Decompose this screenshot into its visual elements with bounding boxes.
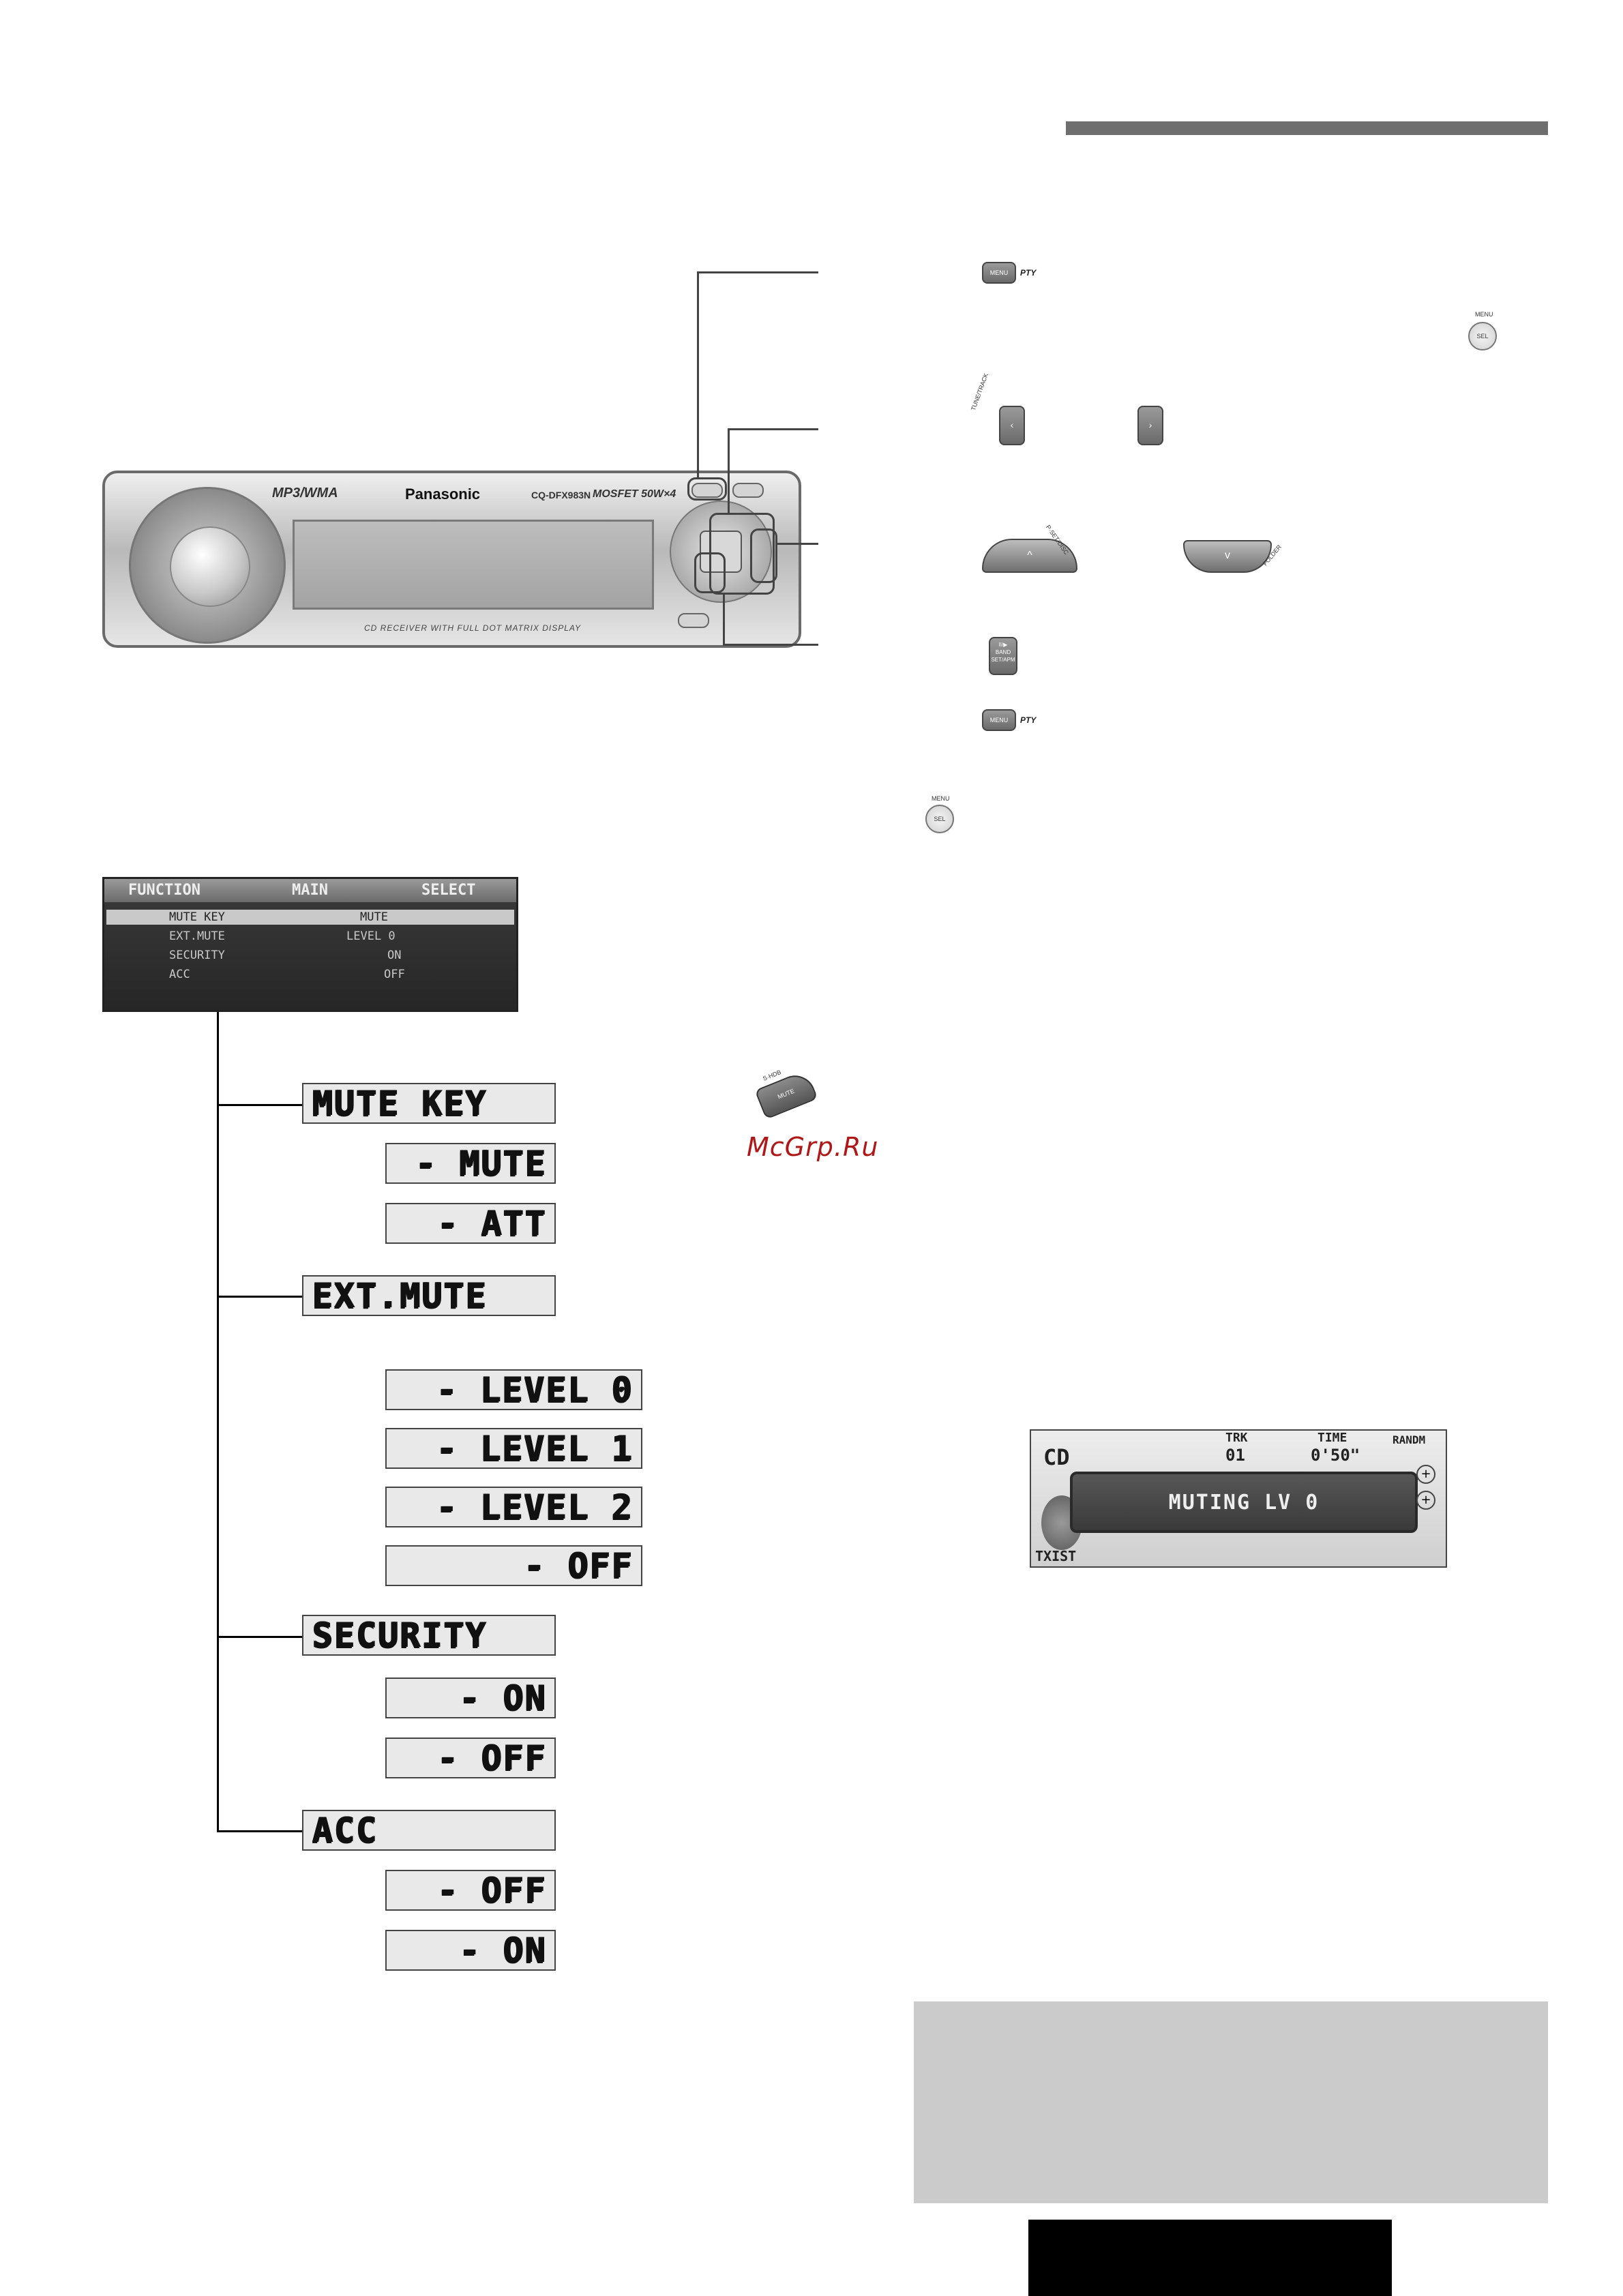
leader-line: [724, 644, 818, 646]
security-option-off: - OFF: [385, 1738, 556, 1778]
security-title: SECURITY: [302, 1615, 556, 1656]
tune-track-label: TUNE/TRACK: [970, 372, 990, 412]
acc-title: ACC: [302, 1810, 556, 1851]
plus-icon: +: [1416, 1465, 1435, 1484]
selected-row-highlight: [106, 910, 514, 925]
ext-mute-title: EXT.MUTE: [302, 1275, 556, 1316]
faceplate-illustration: MP3/WMA Panasonic CQ-DFX983N MOSFET 50W×…: [102, 471, 801, 648]
leader-line: [699, 271, 818, 273]
time-label: TIME: [1317, 1431, 1347, 1445]
plus-icon: +: [1416, 1491, 1435, 1510]
function-row-value: ON: [387, 949, 402, 962]
band-key-icon: II/▶ BAND SET/APM: [989, 637, 1017, 675]
acc-option-off: - OFF: [385, 1870, 556, 1911]
tree-branch: [217, 1830, 303, 1832]
function-row-value: OFF: [384, 968, 405, 981]
mp3-logo: MP3/WMA: [272, 486, 338, 501]
function-screen-header: FUNCTION MAIN SELECT: [104, 879, 516, 902]
menu-highlight: [687, 477, 727, 501]
leader-line: [730, 428, 818, 430]
function-header-right: SELECT: [421, 882, 476, 899]
ext-mute-option-off: - OFF: [385, 1545, 642, 1586]
note-box: [914, 2001, 1548, 2203]
mute-key-option-att: - ATT: [385, 1203, 556, 1244]
ext-mute-option-level0: - LEVEL 0: [385, 1369, 642, 1410]
function-row-label: EXT.MUTE: [169, 929, 225, 943]
track-value: 01: [1225, 1446, 1245, 1465]
right-key-highlight: [750, 528, 777, 583]
faceplate-display: [293, 520, 654, 610]
ext-mute-option-level2: - LEVEL 2: [385, 1487, 642, 1527]
mute-key-option-mute: - MUTE: [385, 1143, 556, 1184]
tree-trunk: [217, 1012, 219, 1832]
power-rating: MOSFET 50W×4: [593, 488, 676, 500]
function-menu-screen: FUNCTION MAIN SELECT MUTE KEY MUTE EXT.M…: [102, 877, 518, 1012]
mute-button-faceplate[interactable]: [678, 613, 709, 628]
tree-branch: [217, 1636, 303, 1638]
function-row-value: MUTE: [360, 910, 388, 924]
sel-button-icon-2: SEL: [925, 805, 954, 833]
watermark: McGrp.Ru: [747, 1132, 879, 1162]
muting-display: CD TRK 01 TIME 0'50" RANDM MUTING LV 0 +…: [1030, 1429, 1447, 1568]
pty-label: PTY: [1020, 268, 1037, 278]
security-option-on: - ON: [385, 1678, 556, 1718]
track-label: TRK: [1225, 1431, 1248, 1445]
acc-option-on: - ON: [385, 1930, 556, 1971]
track-left-icon: ‹: [999, 406, 1025, 445]
band-highlight: [694, 552, 726, 593]
ext-mute-option-level1: - LEVEL 1: [385, 1428, 642, 1469]
header-rule: [1066, 121, 1548, 135]
random-indicator: RANDM: [1393, 1433, 1426, 1446]
function-header-mid: MAIN: [292, 882, 328, 899]
tree-branch: [217, 1296, 303, 1298]
function-row-label: ACC: [169, 968, 190, 981]
mute-key-title: MUTE KEY: [302, 1083, 556, 1124]
faceplate-caption: CD RECEIVER WITH FULL DOT MATRIX DISPLAY: [364, 623, 582, 633]
band-button-faceplate[interactable]: [700, 531, 742, 573]
function-row-value: LEVEL 0: [346, 929, 396, 943]
menu-key-icon-2: MENU: [982, 709, 1016, 731]
function-row-label: SECURITY: [169, 949, 225, 962]
function-header-left: FUNCTION: [128, 882, 200, 899]
menu-key-icon: MENU: [982, 262, 1016, 284]
leader-line: [697, 271, 699, 479]
volume-knob[interactable]: [170, 526, 250, 607]
sel-top-label-2: MENU: [932, 795, 950, 802]
leader-line: [723, 593, 725, 646]
sel-button-faceplate[interactable]: [732, 483, 764, 498]
source-indicator: CD: [1043, 1444, 1070, 1470]
pty-label-2: PTY: [1020, 715, 1037, 725]
leader-line: [777, 543, 818, 545]
tree-branch: [217, 1104, 303, 1106]
leader-line: [728, 428, 730, 513]
sel-top-label: MENU: [1475, 311, 1493, 318]
track-right-icon: ›: [1137, 406, 1163, 445]
muting-message: MUTING LV 0: [1168, 1490, 1320, 1515]
function-row-label: MUTE KEY: [169, 910, 225, 924]
muting-message-panel: MUTING LV 0: [1070, 1472, 1418, 1533]
brand-logo: Panasonic: [405, 486, 481, 503]
page-tab: [1028, 2220, 1392, 2296]
time-value: 0'50": [1311, 1446, 1360, 1465]
sel-button-icon: SEL: [1468, 322, 1497, 351]
bottom-indicator: TXIST: [1035, 1548, 1077, 1564]
chevron-down-icon: v: [1183, 540, 1272, 573]
menu-button-faceplate[interactable]: [691, 483, 723, 498]
model-number: CQ-DFX983N: [531, 490, 591, 501]
